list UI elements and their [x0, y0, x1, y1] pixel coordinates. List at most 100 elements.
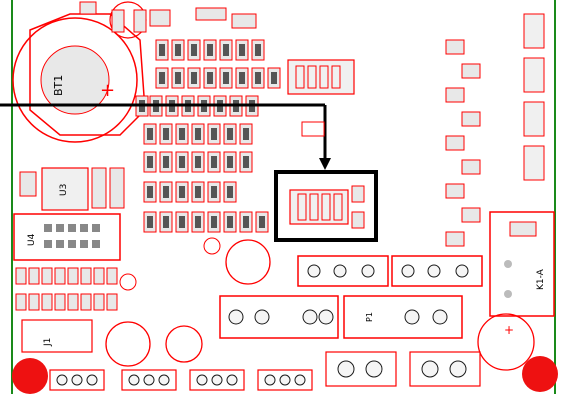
terminal-pad: [427, 264, 441, 278]
resistor-mark: [227, 128, 233, 140]
round-cap-2: [105, 321, 151, 367]
small-part: [41, 293, 53, 311]
small-part: [28, 267, 40, 285]
bottom-pad: [294, 374, 306, 386]
small-part: [15, 293, 27, 311]
left-comp-1: [19, 171, 37, 197]
bottom-pad: [264, 374, 276, 386]
terminal-pad: [307, 264, 321, 278]
resistor-grid: [135, 39, 281, 233]
resistor-mark: [243, 216, 249, 228]
bottom-pad: [279, 374, 291, 386]
resistor-mark: [239, 72, 245, 84]
bottom-connectors: [49, 351, 481, 391]
resistor-mark: [227, 186, 233, 198]
round-components: +: [105, 237, 535, 371]
resistor-mark: [147, 216, 153, 228]
mounting-hole-left: [12, 358, 48, 394]
terminals: P2 P1: [219, 255, 483, 339]
resistor-mark: [175, 44, 181, 56]
resistor-mark: [211, 216, 217, 228]
resistor-mark: [211, 128, 217, 140]
resistor-mark: [195, 128, 201, 140]
u4-pad: [80, 224, 88, 232]
board-edges: [11, 0, 556, 394]
round-cap-4-plus: +: [504, 323, 514, 337]
resistor-mark: [271, 72, 277, 84]
u3-chip: [41, 167, 89, 211]
cap-pad-right: [133, 9, 147, 33]
bottom-pad: [211, 374, 223, 386]
callout: [0, 103, 331, 170]
bottom-connector: [121, 369, 177, 391]
right-small-part: [461, 159, 481, 175]
right-small-part: [445, 231, 465, 247]
resistor-mark: [179, 156, 185, 168]
left-comp-2: [91, 167, 107, 209]
battery-plus: +: [100, 80, 115, 101]
bottom-connector: [257, 369, 313, 391]
resistor-mark: [223, 44, 229, 56]
right-small-part: [461, 207, 481, 223]
terminal-pad: [318, 309, 334, 325]
bottom-terminal: [409, 351, 481, 387]
right-tall-part: [523, 101, 545, 137]
u4-pad: [44, 224, 52, 232]
small-part: [28, 293, 40, 311]
resistor-mark: [163, 186, 169, 198]
terminal-pads: [228, 264, 469, 325]
cap-pad-left: [111, 9, 125, 33]
right-small-part: [461, 111, 481, 127]
resistor-mark: [243, 128, 249, 140]
terminal-pad: [455, 264, 469, 278]
u4-pad: [92, 240, 100, 248]
callout-arrowhead: [319, 158, 331, 170]
u4-pad: [56, 224, 64, 232]
u4-pad: [92, 224, 100, 232]
highlighted-ic: [289, 189, 349, 225]
resistor-mark: [259, 216, 265, 228]
left-comp-3: [109, 167, 125, 209]
bottom-terminal-pad: [365, 360, 383, 378]
bottom-pad: [56, 374, 68, 386]
small-part: [67, 293, 79, 311]
right-tall-part: [523, 145, 545, 181]
terminal-pad: [404, 309, 420, 325]
component-top-2: [149, 9, 171, 27]
right-small-part: [445, 87, 465, 103]
right-connector-label: K1-A: [536, 268, 546, 290]
resistor-mark: [207, 44, 213, 56]
u4-pad: [44, 240, 52, 248]
right-small-part: [461, 63, 481, 79]
component-top-1: [79, 1, 97, 15]
terminal-row-1: [297, 255, 389, 287]
u4-pad: [68, 224, 76, 232]
bottom-terminal-pad: [337, 360, 355, 378]
upper-ic-pin-3: [319, 65, 329, 89]
resistor-mark: [227, 216, 233, 228]
u4-pad: [68, 240, 76, 248]
battery-cell: [40, 45, 110, 115]
ic-pin-1: [297, 193, 307, 221]
terminal-row-2: [391, 255, 483, 287]
small-part: [106, 267, 118, 285]
bottom-terminal-pad: [449, 360, 467, 378]
resistor-mark: [195, 216, 201, 228]
terminal-pad: [333, 264, 347, 278]
rc-pad-1: [504, 260, 512, 268]
right-columns: [445, 13, 545, 247]
mounting-holes: [12, 356, 558, 394]
rc-pad-2: [504, 290, 512, 298]
component-top-3: [195, 7, 227, 21]
j1-area: J1: [21, 319, 93, 353]
small-part: [93, 267, 105, 285]
j1-label: J1: [43, 338, 53, 347]
small-part: [54, 293, 66, 311]
resistor-mark: [195, 156, 201, 168]
ic-pin-4: [333, 193, 343, 221]
bottom-pad: [158, 374, 170, 386]
upper-ic-pin-2: [307, 65, 317, 89]
round-cap-4: [477, 313, 535, 371]
small-part: [15, 267, 27, 285]
